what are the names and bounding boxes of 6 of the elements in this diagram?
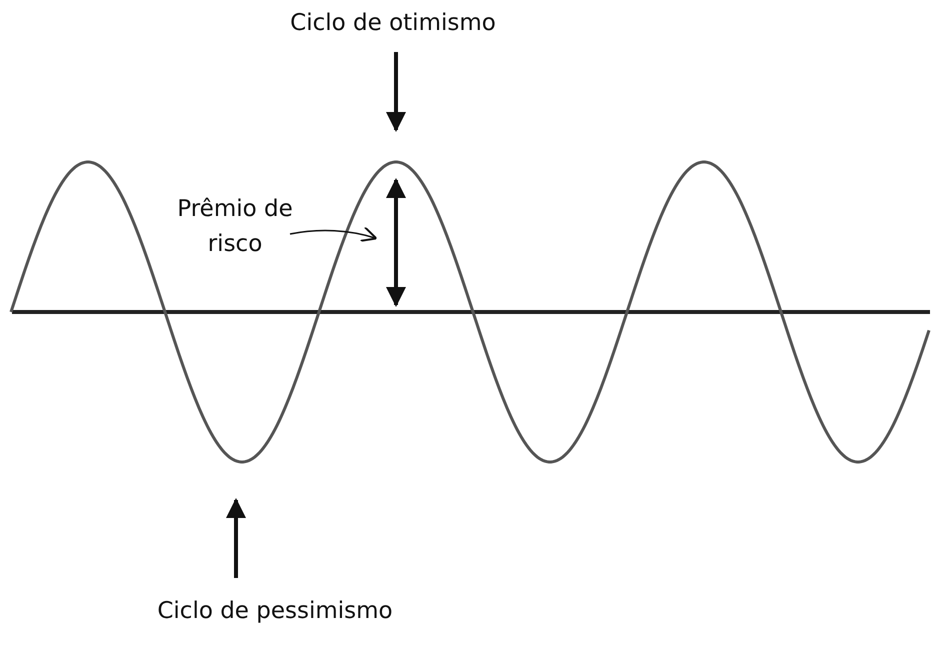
text-label: Prêmio de risco	[150, 192, 320, 261]
text-label: Ciclo de otimismo	[268, 6, 518, 40]
arrow	[226, 498, 246, 578]
arrow	[386, 52, 406, 132]
arrow	[290, 226, 378, 242]
text-label: Ciclo de pessimismo	[130, 594, 420, 628]
